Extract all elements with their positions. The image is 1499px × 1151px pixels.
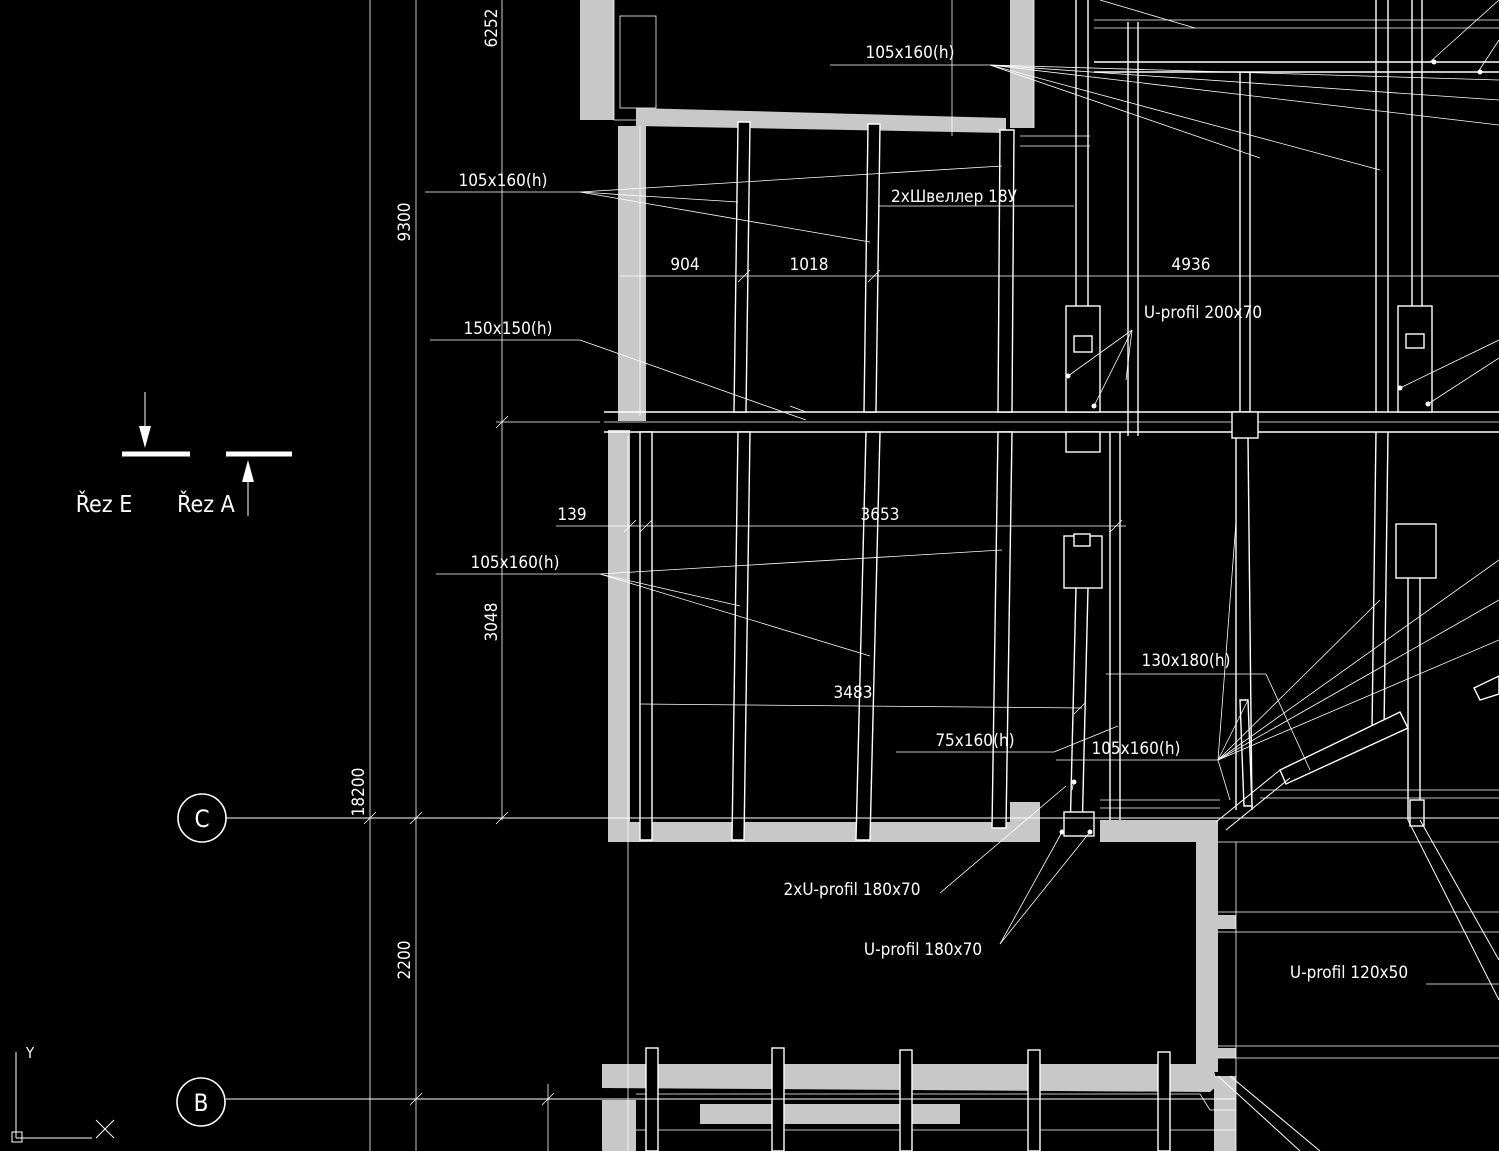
dim-9300: 9300 — [395, 203, 415, 242]
walls — [580, 0, 1236, 1151]
label-105x160-top: 105x160(h) — [865, 43, 954, 63]
label-2xu-profil-180x70: 2xU-profil 180x70 — [784, 880, 921, 900]
dim-2200: 2200 — [395, 941, 415, 980]
vertical-dimensions — [363, 0, 600, 1151]
dim-1018: 1018 — [790, 255, 829, 275]
diagonal-bracing — [1215, 769, 1499, 1151]
ucs-icon — [11, 1052, 115, 1143]
label-shveller: 2xШвеллер 18У — [891, 187, 1018, 207]
axis-bubble-c — [177, 793, 227, 843]
section-arrow-down-icon — [139, 426, 151, 448]
dim-3653: 3653 — [861, 505, 900, 525]
vertical-members — [639, 0, 1499, 841]
grid-axes: C B — [176, 793, 1499, 1127]
axis-bubble-b — [176, 1077, 226, 1127]
label-u-profil-180x70: U-profil 180x70 — [864, 940, 982, 960]
wall-outlines — [613, 0, 1499, 1151]
leader-lines — [425, 0, 1499, 985]
axis-label-c: C — [194, 805, 209, 833]
label-105x160-mid-left: 105x160(h) — [470, 553, 559, 573]
dim-139: 139 — [557, 505, 586, 525]
dim-3483: 3483 — [834, 683, 873, 703]
section-arrow-up-icon — [242, 460, 254, 482]
label-u-profil-200x70: U-profil 200x70 — [1144, 303, 1262, 323]
label-105x160-lower: 105x160(h) — [1091, 739, 1180, 759]
label-u-profil-120x50: U-profil 120x50 — [1290, 963, 1408, 983]
horizontal-beams — [604, 19, 1499, 809]
ucs-y-label: Y — [25, 1044, 35, 1062]
label-130x180: 130x180(h) — [1141, 651, 1230, 671]
dim-4936: 4936 — [1172, 255, 1211, 275]
label-150x150: 150x150(h) — [463, 319, 552, 339]
dim-3048: 3048 — [482, 603, 502, 642]
dim-6252: 6252 — [482, 9, 502, 48]
section-label-a: Řez A — [177, 490, 235, 518]
dim-904: 904 — [670, 255, 699, 275]
axis-label-b: B — [194, 1089, 209, 1117]
label-75x160: 75x160(h) — [935, 731, 1014, 751]
label-105x160-upper-left: 105x160(h) — [458, 171, 547, 191]
section-label-e: Řez E — [76, 490, 133, 518]
leader-dots — [1059, 59, 1483, 835]
horizontal-dimensions — [556, 269, 1499, 715]
dim-18200: 18200 — [349, 768, 369, 817]
section-marks — [122, 392, 292, 516]
